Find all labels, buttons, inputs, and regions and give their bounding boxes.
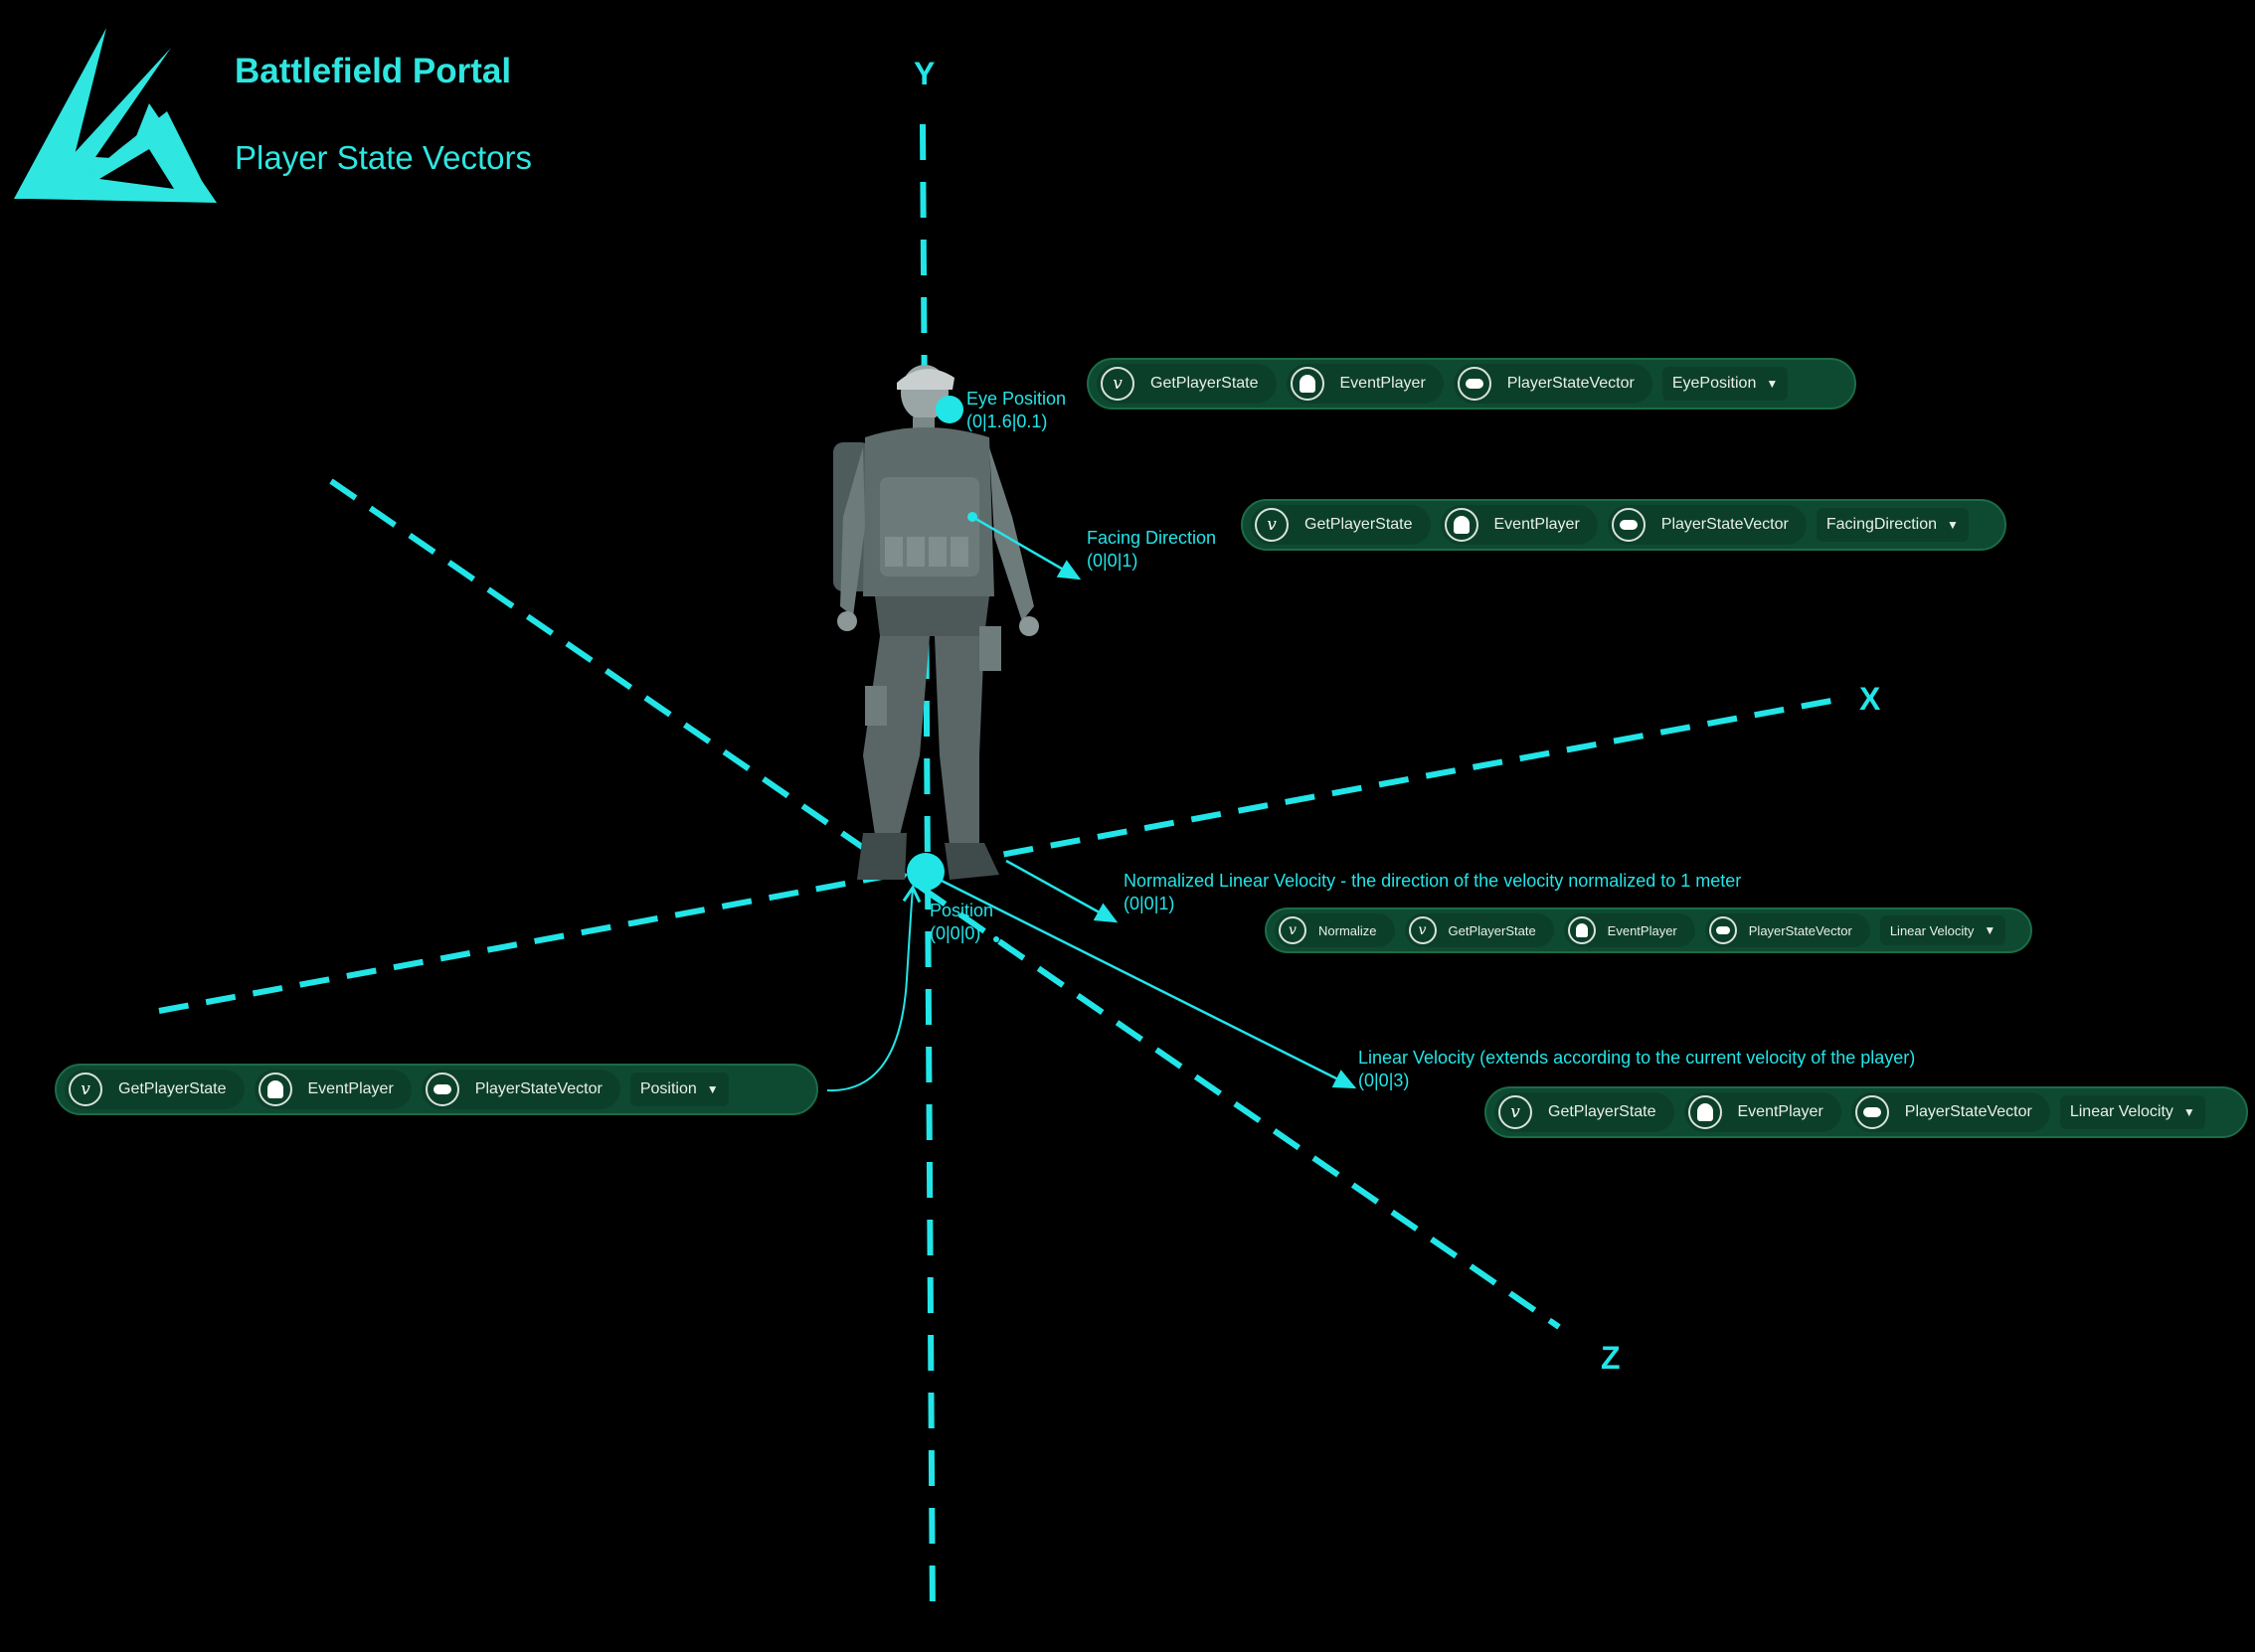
linear-velocity-value: (0|0|3)	[1358, 1071, 1410, 1090]
normalized-velocity-value: (0|0|1)	[1124, 894, 1175, 913]
event-player-chip[interactable]: EventPlayer	[1286, 364, 1444, 404]
caret-down-icon: ▼	[706, 1082, 719, 1096]
caret-down-icon: ▼	[1766, 377, 1779, 391]
page-subtitle: Player State Vectors	[235, 139, 532, 176]
player-icon	[1687, 1095, 1722, 1129]
y-axis-label: Y	[914, 56, 936, 91]
event-player-chip[interactable]: EventPlayer	[254, 1070, 412, 1109]
enum-icon	[425, 1073, 459, 1106]
function-v-icon: v	[1498, 1095, 1532, 1129]
player-state-vector-chip[interactable]: PlayerStateVector	[1850, 1092, 2050, 1132]
facing-direction-block[interactable]: v GetPlayerState EventPlayer PlayerState…	[1241, 499, 2006, 551]
position-title: Position	[930, 901, 994, 920]
position-dot	[907, 853, 945, 891]
brand-title: Battlefield Portal	[235, 52, 512, 90]
caret-down-icon: ▼	[2182, 1105, 2195, 1119]
facing-direction-dropdown[interactable]: FacingDirection ▼	[1816, 508, 1969, 542]
eye-position-value: (0|1.6|0.1)	[966, 412, 1048, 431]
caret-down-icon: ▼	[1984, 923, 1996, 937]
enum-icon	[1854, 1095, 1889, 1129]
player-icon	[1290, 367, 1324, 401]
normalized-velocity-dropdown[interactable]: Linear Velocity ▼	[1879, 915, 2006, 945]
position-annotation: Position (0|0|0)	[930, 900, 993, 945]
normalize-chip[interactable]: v Normalize	[1275, 913, 1395, 947]
enum-icon	[1611, 508, 1646, 542]
x-axis-line	[158, 698, 1832, 1014]
x-axis-label: X	[1859, 681, 1881, 717]
linear-velocity-dropdown[interactable]: Linear Velocity ▼	[2059, 1095, 2205, 1129]
normalized-velocity-title: Normalized Linear Velocity - the directi…	[1124, 871, 1742, 891]
facing-direction-title: Facing Direction	[1087, 528, 1217, 548]
event-player-chip[interactable]: EventPlayer	[1563, 913, 1695, 947]
linear-velocity-arrow	[929, 873, 1357, 1089]
position-value: (0|0|0)	[930, 923, 981, 943]
function-v-icon: v	[1255, 508, 1289, 542]
normalized-velocity-arrow	[1005, 859, 1119, 923]
get-player-state-chip[interactable]: v GetPlayerState	[65, 1070, 245, 1109]
normalized-velocity-block[interactable]: v Normalize v GetPlayerState EventPlayer…	[1265, 908, 2032, 953]
player-state-vector-chip[interactable]: PlayerStateVector	[421, 1070, 620, 1109]
position-dropdown[interactable]: Position ▼	[629, 1073, 729, 1106]
player-state-vector-chip[interactable]: PlayerStateVector	[1607, 505, 1807, 545]
linear-velocity-annotation: Linear Velocity (extends according to th…	[1358, 1047, 1915, 1092]
enum-icon	[1708, 916, 1737, 944]
linear-velocity-block[interactable]: v GetPlayerState EventPlayer PlayerState…	[1484, 1086, 2248, 1138]
eye-position-block[interactable]: v GetPlayerState EventPlayer PlayerState…	[1087, 358, 1856, 410]
get-player-state-chip[interactable]: v GetPlayerState	[1404, 913, 1554, 947]
player-state-vector-chip[interactable]: PlayerStateVector	[1704, 913, 1870, 947]
facing-direction-arrow	[971, 515, 1082, 580]
facing-origin-dot	[967, 512, 977, 522]
function-v-icon: v	[1279, 916, 1306, 944]
facing-direction-annotation: Facing Direction (0|0|1)	[1087, 527, 1216, 573]
event-player-chip[interactable]: EventPlayer	[1440, 505, 1598, 545]
z-axis-line	[329, 478, 1561, 1330]
eye-position-dropdown[interactable]: EyePosition ▼	[1661, 367, 1789, 401]
facing-direction-value: (0|0|1)	[1087, 551, 1138, 571]
get-player-state-chip[interactable]: v GetPlayerState	[1251, 505, 1431, 545]
eye-position-annotation: Eye Position (0|1.6|0.1)	[966, 388, 1066, 433]
z-axis-label: Z	[1601, 1340, 1621, 1376]
position-block[interactable]: v GetPlayerState EventPlayer PlayerState…	[55, 1064, 818, 1115]
enum-icon	[1457, 367, 1491, 401]
function-v-icon: v	[69, 1073, 102, 1106]
eye-position-dot	[936, 396, 963, 423]
get-player-state-chip[interactable]: v GetPlayerState	[1494, 1092, 1674, 1132]
player-icon	[1567, 916, 1596, 944]
soldier-figure	[833, 365, 1039, 880]
battlefield-logo	[14, 28, 217, 203]
position-connector	[826, 884, 922, 1092]
player-icon	[1444, 508, 1478, 542]
position-tick-dot	[993, 936, 999, 942]
function-v-icon: v	[1101, 367, 1134, 401]
normalized-velocity-annotation: Normalized Linear Velocity - the directi…	[1124, 870, 1741, 915]
eye-position-title: Eye Position	[966, 389, 1067, 409]
linear-velocity-title: Linear Velocity (extends according to th…	[1358, 1048, 1916, 1068]
event-player-chip[interactable]: EventPlayer	[1683, 1092, 1841, 1132]
player-state-vector-chip[interactable]: PlayerStateVector	[1453, 364, 1652, 404]
player-icon	[258, 1073, 292, 1106]
caret-down-icon: ▼	[1947, 518, 1959, 532]
function-v-icon: v	[1408, 916, 1437, 944]
get-player-state-chip[interactable]: v GetPlayerState	[1097, 364, 1277, 404]
